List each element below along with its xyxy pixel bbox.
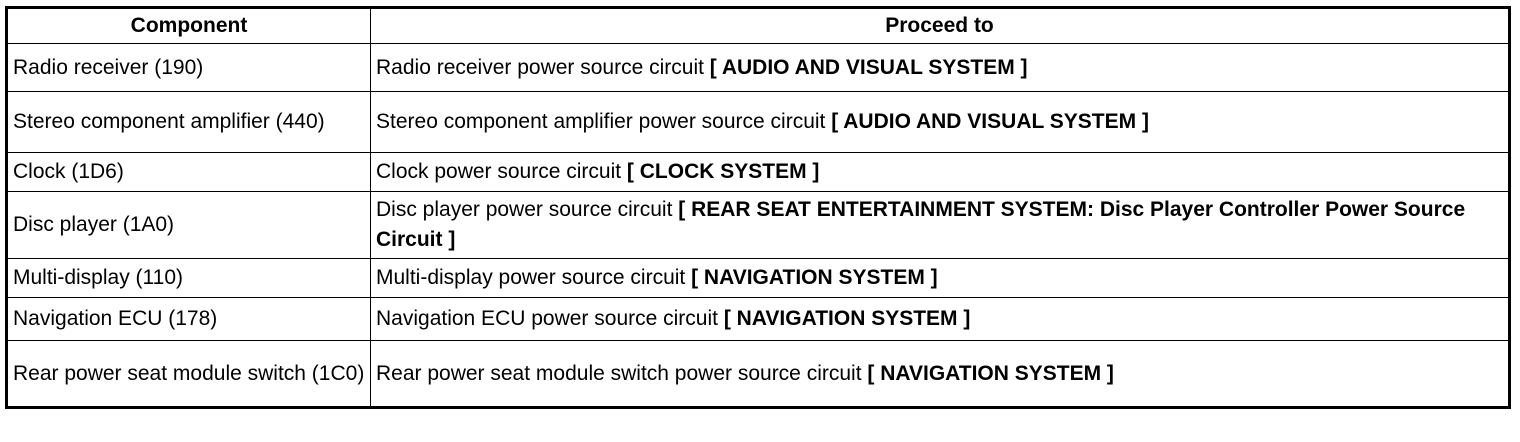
table-row: Disc player (1A0) Disc player power sour… (6, 191, 1510, 259)
system-reference-link[interactable]: [ NAVIGATION SYSTEM ] (723, 307, 971, 330)
table-row: Navigation ECU (178) Navigation ECU powe… (6, 297, 1510, 341)
proceed-to-text: Multi-display power source circuit (376, 266, 692, 289)
proceed-to-cell: Navigation ECU power source circuit [ NA… (370, 297, 1510, 341)
component-table: Component Proceed to Radio receiver (190… (5, 6, 1511, 409)
table-row: Clock (1D6) Clock power source circuit [… (6, 152, 1510, 192)
component-cell: Clock (1D6) (6, 152, 371, 192)
proceed-to-text: Navigation ECU power source circuit (376, 307, 724, 330)
table-row: Radio receiver (190) Radio receiver powe… (6, 43, 1510, 92)
component-cell: Navigation ECU (178) (6, 297, 371, 341)
proceed-to-cell: Stereo component amplifier power source … (370, 91, 1510, 153)
table-row: Rear power seat module switch (1C0) Rear… (6, 340, 1510, 408)
component-cell: Stereo component amplifier (440) (6, 91, 371, 153)
proceed-to-text: Radio receiver power source circuit (376, 55, 710, 79)
proceed-to-cell: Clock power source circuit [ CLOCK SYSTE… (370, 152, 1510, 192)
proceed-to-cell: Rear power seat module switch power sour… (370, 340, 1510, 408)
proceed-to-text: Clock power source circuit (376, 160, 627, 183)
system-reference-link[interactable]: [ AUDIO AND VISUAL SYSTEM ] (709, 55, 1028, 79)
system-reference-link[interactable]: [ NAVIGATION SYSTEM ] (691, 266, 938, 289)
proceed-to-text: Disc player power source circuit (376, 198, 679, 221)
proceed-to-cell: Disc player power source circuit [ REAR … (370, 191, 1510, 259)
proceed-to-text: Stereo component amplifier power source … (376, 110, 832, 133)
component-cell: Disc player (1A0) (6, 191, 371, 259)
system-reference-link[interactable]: [ NAVIGATION SYSTEM ] (867, 361, 1114, 385)
proceed-to-text: Rear power seat module switch power sour… (376, 361, 868, 385)
component-table-container: Component Proceed to Radio receiver (190… (5, 6, 1511, 409)
component-column-header: Component (6, 7, 371, 44)
component-cell: Rear power seat module switch (1C0) (6, 340, 371, 408)
proceed-to-column-header: Proceed to (370, 7, 1510, 44)
proceed-to-cell: Radio receiver power source circuit [ AU… (370, 43, 1510, 92)
system-reference-link[interactable]: [ REAR SEAT ENTERTAINMENT SYSTEM: Disc P… (376, 198, 1466, 251)
table-row: Stereo component amplifier (440) Stereo … (6, 91, 1510, 153)
proceed-to-cell: Multi-display power source circuit [ NAV… (370, 258, 1510, 298)
component-cell: Radio receiver (190) (6, 43, 371, 92)
system-reference-link[interactable]: [ CLOCK SYSTEM ] (626, 160, 820, 183)
table-header-row: Component Proceed to (6, 7, 1510, 44)
component-cell: Multi-display (110) (6, 258, 371, 298)
table-row: Multi-display (110) Multi-display power … (6, 258, 1510, 298)
system-reference-link[interactable]: [ AUDIO AND VISUAL SYSTEM ] (831, 110, 1149, 133)
